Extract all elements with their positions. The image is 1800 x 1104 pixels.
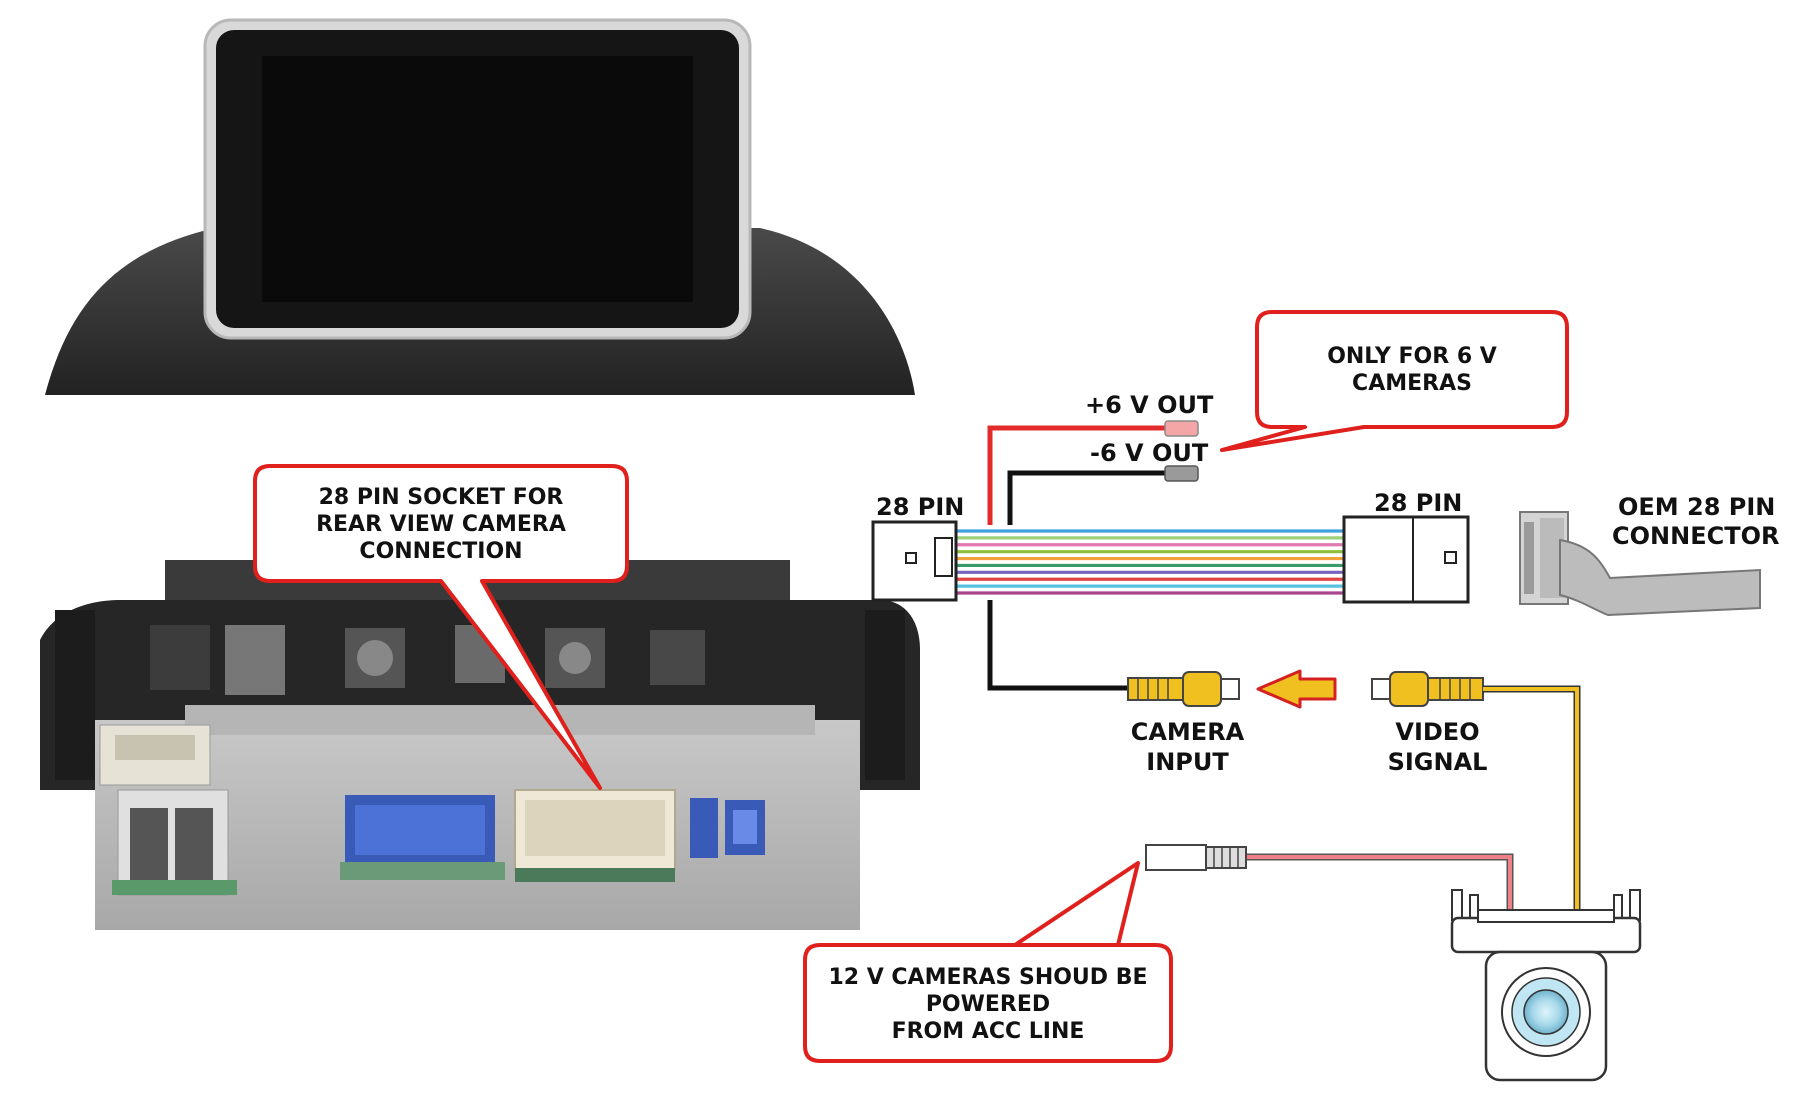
direction-arrow bbox=[1256, 669, 1337, 709]
wire-harness bbox=[956, 529, 1344, 595]
callout-six-volt-line1: ONLY FOR 6 V bbox=[1327, 344, 1497, 369]
callout-twelve-volt-line1: 12 V CAMERAS SHOUD BE bbox=[828, 965, 1148, 990]
power-wires bbox=[987, 420, 1199, 525]
right-28pin-label: 28 PIN bbox=[1374, 489, 1463, 517]
rear-view-camera bbox=[1450, 889, 1642, 1082]
camera-power-plug bbox=[1145, 844, 1514, 915]
callout-socket bbox=[253, 464, 629, 790]
camera-input-rca bbox=[987, 600, 1240, 707]
callout-twelve-volt bbox=[803, 861, 1173, 1063]
callout-socket-line2: REAR VIEW CAMERA bbox=[316, 512, 566, 537]
oem-connector bbox=[1519, 511, 1761, 617]
callout-twelve-volt-text: 12 V CAMERAS SHOUD BE POWERED FROM ACC L… bbox=[810, 964, 1166, 1045]
oem-label-line1: OEM 28 PIN bbox=[1618, 493, 1776, 521]
callout-socket-line3: CONNECTION bbox=[359, 539, 523, 564]
neg6v-terminal bbox=[1164, 465, 1199, 482]
camera-input-label-line1: CAMERA bbox=[1130, 718, 1245, 746]
left-28pin-connector bbox=[871, 520, 958, 602]
oem-label-line2: CONNECTOR bbox=[1612, 522, 1780, 550]
callout-six-volt-line2: CAMERAS bbox=[1352, 371, 1472, 396]
callout-twelve-volt-line3: FROM ACC LINE bbox=[891, 1019, 1085, 1044]
video-signal-label-line1: VIDEO bbox=[1395, 718, 1480, 746]
callout-six-volt bbox=[1220, 310, 1569, 452]
pos6v-label: +6 V OUT bbox=[1085, 391, 1214, 419]
camera-input-label-line2: INPUT bbox=[1146, 748, 1229, 776]
video-signal-rca bbox=[1371, 671, 1581, 915]
video-signal-label-line2: SIGNAL bbox=[1387, 748, 1488, 776]
neg6v-label: -6 V OUT bbox=[1090, 439, 1209, 467]
callout-socket-text: 28 PIN SOCKET FOR REAR VIEW CAMERA CONNE… bbox=[262, 484, 620, 565]
callout-six-volt-text: ONLY FOR 6 V CAMERAS bbox=[1262, 343, 1562, 397]
head-unit-display bbox=[45, 18, 915, 395]
callout-twelve-volt-line2: POWERED bbox=[925, 992, 1051, 1017]
right-28pin-connector bbox=[1342, 515, 1470, 604]
callout-socket-line1: 28 PIN SOCKET FOR bbox=[318, 485, 564, 510]
pos6v-terminal bbox=[1164, 420, 1199, 437]
left-28pin-label: 28 PIN bbox=[876, 493, 965, 521]
